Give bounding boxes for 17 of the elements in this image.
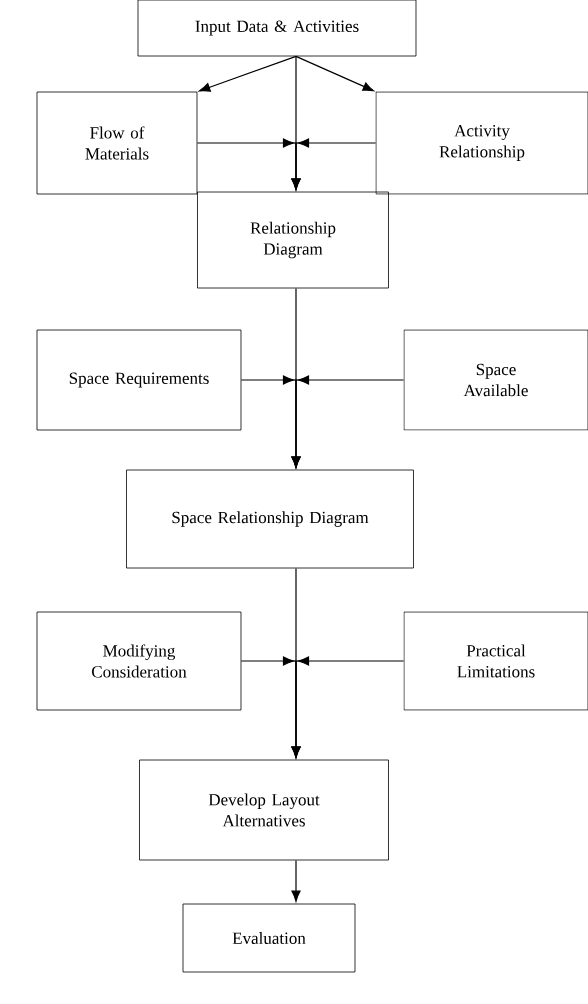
process-box: Relationship Diagram (197, 191, 389, 289)
arrow (295, 55, 374, 92)
arrow (199, 55, 297, 92)
process-box: Modifying Consideration (36, 611, 242, 711)
arrow (291, 138, 377, 190)
process-box: Practical Limitations (403, 611, 588, 711)
process-box: Input Data & Activities (137, 0, 417, 57)
process-box: Space Available (403, 329, 588, 431)
arrow (291, 656, 405, 758)
arrow (291, 375, 405, 468)
process-box: Space Requirements (36, 329, 242, 431)
process-box: Activity Relationship (375, 91, 588, 195)
process-box: Evaluation (182, 903, 356, 973)
process-box: Develop Layout Alternatives (139, 759, 389, 861)
process-box: Flow of Materials (36, 91, 198, 195)
process-box: Space Relationship Diagram (126, 469, 414, 569)
arrow (291, 859, 301, 902)
